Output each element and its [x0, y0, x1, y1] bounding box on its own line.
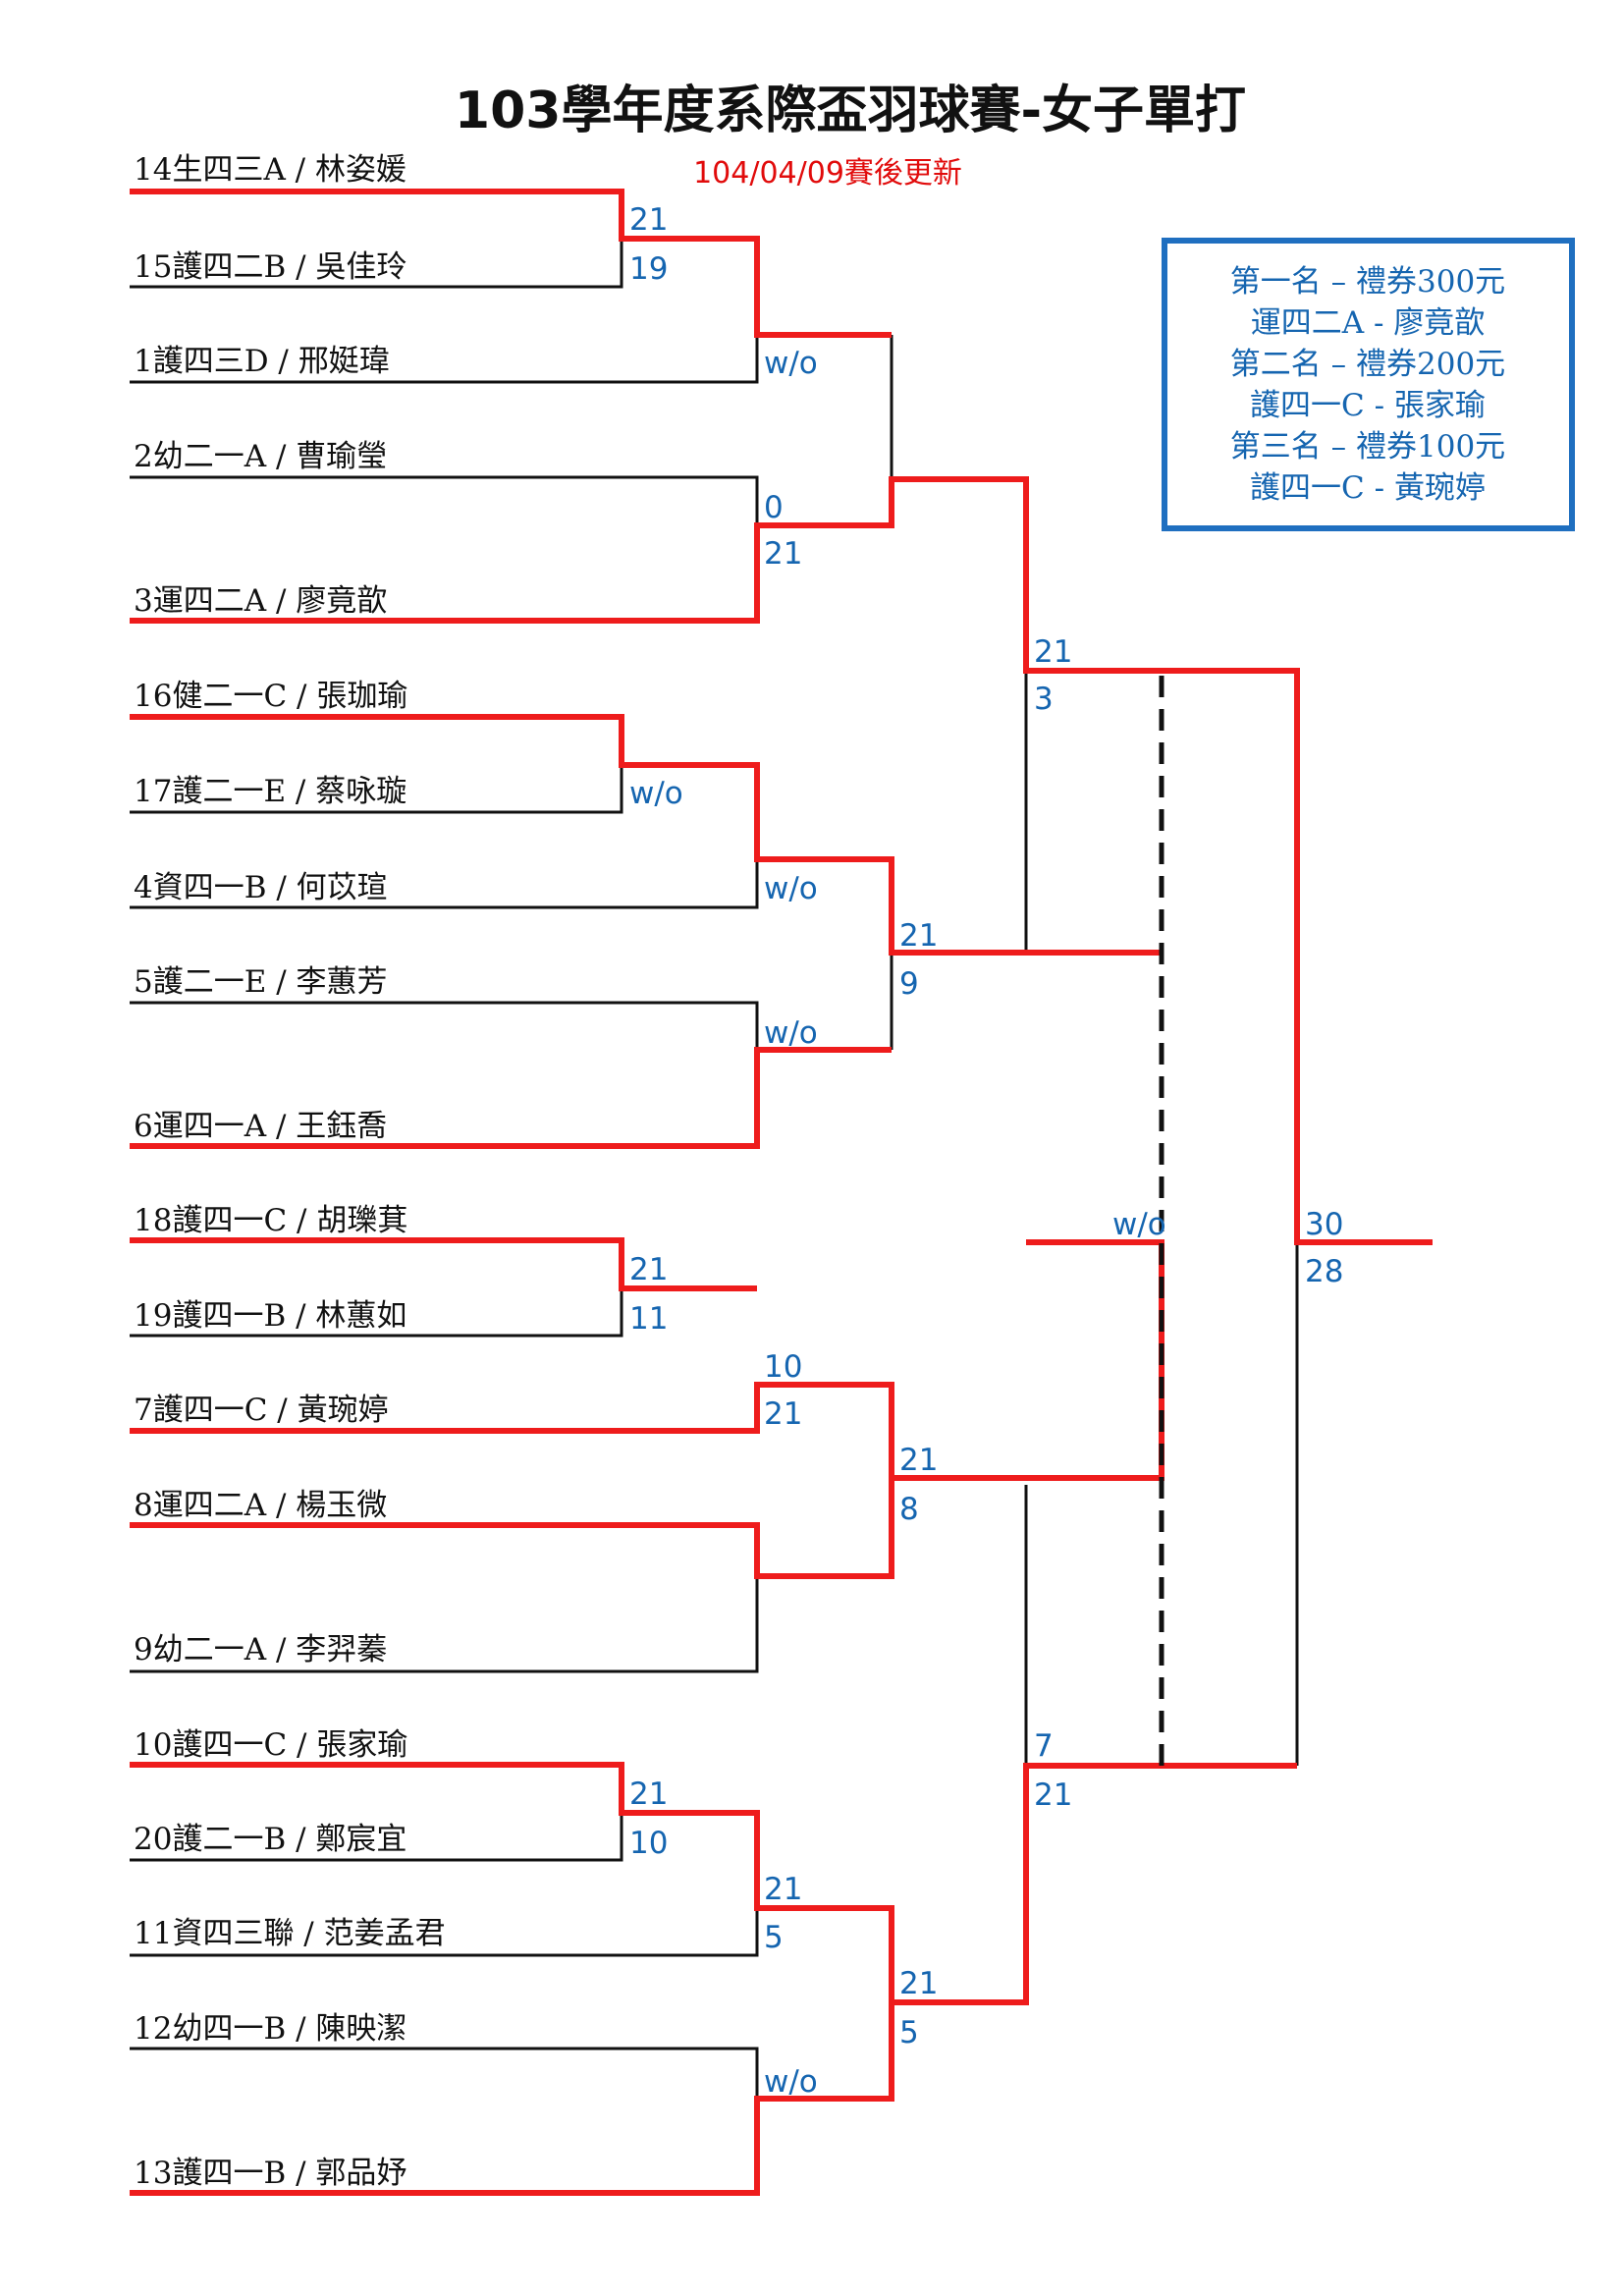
match-score: 21 [764, 536, 802, 572]
match-score: 21 [899, 1966, 938, 2001]
match-score: w/o [1112, 1207, 1166, 1242]
match-score: 3 [1034, 682, 1054, 717]
bracket-line [130, 1001, 759, 1050]
match-score: 28 [1305, 1254, 1343, 1289]
player-name: 3運四二A / 廖竟歆 [134, 583, 387, 619]
match-score: 21 [1034, 1777, 1072, 1813]
prize-third-winner: 護四一C - 黃琬婷 [1250, 470, 1486, 506]
player-name: 17護二一E / 蔡咏璇 [134, 774, 406, 809]
player-name: 6運四一A / 王鈺喬 [134, 1109, 387, 1144]
winner-line [130, 1762, 1297, 2005]
player-name: 16健二一C / 張珈瑜 [134, 679, 407, 714]
bracket-line [130, 475, 759, 525]
prize-box: 第一名 – 禮券300元 運四二A - 廖竟歆 第二名 – 禮券200元 護四一… [1162, 238, 1575, 531]
prize-first-label: 第一名 – 禮券300元 [1230, 264, 1505, 300]
match-score: 10 [629, 1826, 668, 1861]
player-name: 1護四三D / 邢娗瑋 [134, 344, 390, 379]
match-score: w/o [629, 776, 683, 811]
winner-line [130, 476, 1433, 1245]
bracket-line [130, 859, 759, 909]
match-score: 21 [899, 1443, 938, 1478]
prize-first-winner: 運四二A - 廖竟歆 [1251, 305, 1486, 341]
match-score: 0 [764, 490, 784, 525]
winner-line [130, 714, 1162, 956]
player-name: 2幼二一A / 曹瑜瑩 [134, 439, 387, 474]
match-score: w/o [764, 871, 818, 906]
bracket-line [130, 333, 759, 384]
player-names: 14生四三A / 林姿媛 15護四二B / 吳佳玲 1護四三D / 邢娗瑋 2幼… [134, 152, 446, 2191]
player-name: 9幼二一A / 李羿蓁 [134, 1632, 387, 1667]
player-name: 5護二一E / 李蕙芳 [134, 964, 388, 1000]
match-score: 9 [899, 966, 919, 1002]
match-score: 21 [764, 1396, 802, 1432]
player-name: 19護四一B / 林蕙如 [134, 1298, 406, 1334]
prize-third-label: 第三名 – 禮券100元 [1230, 429, 1505, 465]
player-name: 20護二一B / 鄭宸宜 [134, 1822, 406, 1857]
match-score: 21 [629, 1252, 668, 1287]
update-date: 104/04/09賽後更新 [693, 156, 962, 191]
match-score: 21 [899, 918, 938, 954]
winner-line [130, 1237, 757, 1291]
player-name: 13護四一B / 郭品妤 [134, 2156, 406, 2191]
match-score: 21 [629, 1777, 668, 1812]
player-name: 8運四二A / 楊玉微 [134, 1488, 387, 1523]
match-score: 19 [629, 251, 668, 287]
player-name: 12幼四一B / 陳映潔 [134, 2011, 406, 2047]
match-score: 5 [764, 1920, 784, 1955]
match-score: 11 [629, 1301, 668, 1337]
match-score: 21 [629, 202, 668, 238]
match-score: 8 [899, 1492, 919, 1527]
winner-line [130, 1047, 892, 1149]
prize-second-winner: 護四一C - 張家瑜 [1250, 388, 1486, 423]
page-title: 103學年度系際盃羽球賽-女子單打 [455, 82, 1246, 140]
bracket-line [130, 2047, 759, 2099]
match-score: 10 [764, 1349, 802, 1385]
match-score: 5 [899, 2015, 919, 2050]
player-name: 10護四一C / 張家瑜 [134, 1727, 407, 1763]
player-name: 14生四三A / 林姿媛 [134, 152, 406, 188]
match-score: w/o [764, 2064, 818, 2100]
winner-line [130, 189, 892, 338]
winner-line [130, 1385, 894, 1579]
match-score: w/o [764, 346, 818, 381]
player-name: 11資四三聯 / 范姜孟君 [134, 1916, 446, 1951]
match-score: 30 [1305, 1207, 1343, 1242]
player-name: 7護四一C / 黃琬婷 [134, 1393, 389, 1428]
bracket-lines-winner [130, 189, 1433, 2196]
match-score: 21 [1034, 634, 1072, 670]
prize-second-label: 第二名 – 禮券200元 [1230, 347, 1505, 382]
player-name: 18護四一C / 胡瓅萁 [134, 1203, 407, 1238]
match-scores: 21 19 w/o 0 21 w/o w/o w/o 21 9 21 11 10… [629, 202, 1343, 2100]
match-score: 7 [1034, 1728, 1054, 1764]
match-score: w/o [764, 1015, 818, 1051]
match-score: 21 [764, 1872, 802, 1907]
winner-line [130, 2002, 894, 2196]
player-name: 15護四二B / 吳佳玲 [134, 249, 406, 285]
player-name: 4資四一B / 何苡瑄 [134, 870, 388, 905]
bracket-line [130, 1908, 759, 1957]
